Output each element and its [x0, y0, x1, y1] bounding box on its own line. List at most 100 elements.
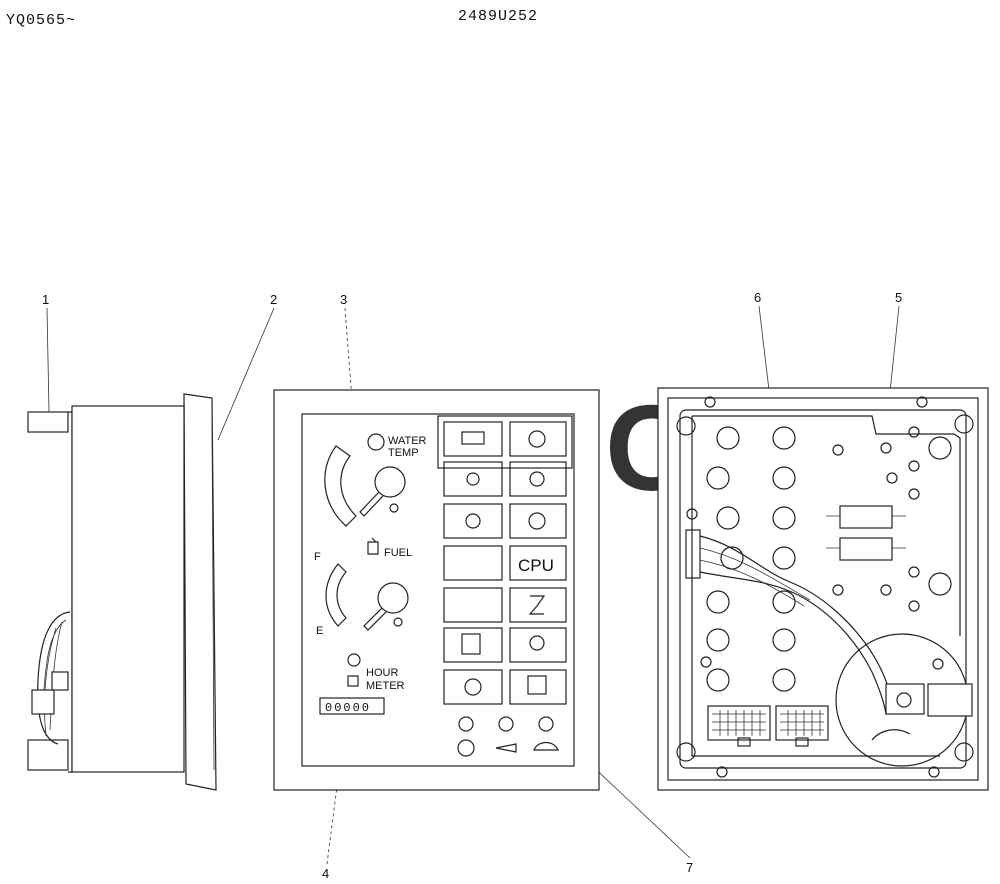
buzzer-terminal	[927, 683, 973, 717]
harness-wires	[699, 547, 811, 607]
led-low-speed	[538, 716, 554, 732]
lamp-charge	[509, 587, 567, 623]
lamp-socket	[772, 546, 796, 570]
fuel-empty-label: E	[316, 625, 323, 637]
resistor-2	[839, 537, 893, 561]
lamp-cpu	[509, 545, 567, 581]
case-bottom-tab	[27, 739, 69, 771]
connector-left	[707, 705, 771, 741]
leader-1	[46, 307, 50, 413]
water-temp-needle	[359, 491, 384, 517]
lamp-coolant	[443, 503, 503, 539]
lamp-hydraulic-filter	[509, 669, 567, 705]
hex-nut	[908, 460, 920, 472]
oil-level-icon	[529, 471, 545, 487]
auto-decel-icon	[457, 739, 475, 757]
lamp-socket	[772, 628, 796, 652]
lamp-socket	[772, 426, 796, 450]
panel-face	[301, 413, 575, 767]
part-number-label: 2489U252	[458, 8, 539, 25]
turtle-icon	[533, 741, 559, 751]
lamp-air-filter	[509, 503, 567, 539]
fuel-pump-icon	[367, 537, 379, 555]
buzzer-mount-screw	[932, 658, 944, 670]
hour-meter-digits: 00000	[325, 701, 371, 715]
hour-meter-clock-icon	[347, 653, 361, 667]
case-side-view	[27, 393, 217, 791]
indicator-leds	[457, 716, 559, 757]
hex-nut	[832, 584, 844, 596]
oil-pressure-icon	[466, 472, 480, 486]
callout-2: 2	[270, 292, 277, 307]
connector-right-latch	[795, 737, 809, 747]
hex-nut	[886, 472, 898, 484]
lamp-oil-pressure	[443, 461, 503, 497]
water-temp-dial	[374, 466, 406, 498]
preheat-icon	[528, 430, 546, 448]
callout-7: 7	[686, 860, 693, 875]
harness-outline	[37, 611, 71, 745]
hour-meter: HOUR METER 00000	[319, 653, 405, 715]
lamp-socket	[772, 590, 796, 614]
harness-plug	[51, 671, 69, 691]
panel-frame	[273, 389, 600, 791]
fuel-needle	[363, 607, 387, 631]
callout-4: 4	[322, 866, 329, 881]
harness-clamp	[685, 529, 701, 579]
hydraulic-filter-icon	[527, 675, 547, 695]
lamp-blank-2	[443, 587, 503, 623]
lamp-fuel-level	[443, 627, 503, 663]
rear-frame-inner	[667, 397, 979, 781]
front-panel: WATER TEMP F E FUEL HOUR METER 00000	[273, 389, 600, 791]
leader-2	[217, 307, 275, 441]
case-top-tab	[27, 411, 69, 433]
hex-nuts	[832, 426, 920, 612]
lamp-socket	[706, 628, 730, 652]
fuel-pin	[393, 617, 403, 627]
corner-screw-bl	[676, 742, 696, 762]
rabbit-icon	[495, 743, 517, 753]
connector-left-latch	[737, 737, 751, 747]
lamp-socket	[716, 426, 740, 450]
board-screw-1	[686, 508, 698, 520]
lamp-blank-1	[443, 545, 503, 581]
circuit-board-edge	[692, 415, 961, 636]
water-temp-label-line2: TEMP	[388, 447, 419, 459]
buzzer-body	[885, 683, 925, 715]
resistor-1	[839, 505, 893, 529]
buzzer-lead	[871, 729, 911, 741]
harness-bundle-1	[699, 535, 893, 701]
fuel-gauge: F E FUEL	[314, 537, 412, 637]
lamp-socket	[928, 436, 952, 460]
water-temp-label-line1: WATER	[388, 435, 427, 447]
buzzer-screw	[896, 692, 912, 708]
lamp-water-separator	[443, 669, 503, 705]
hour-meter-hourglass-icon	[347, 675, 359, 687]
case-bezel	[183, 393, 217, 791]
serial-range-label: YQ0565~	[6, 12, 77, 29]
hex-nut	[832, 444, 844, 456]
warning-lamp-grid: CPU	[437, 415, 573, 705]
lamp-socket	[772, 668, 796, 692]
lamp-socket	[706, 668, 730, 692]
hex-nut	[908, 488, 920, 500]
case-body	[71, 405, 185, 773]
connector-right-pins	[780, 710, 824, 736]
frame-screw-2	[916, 396, 928, 408]
harness-bundle-2	[699, 571, 887, 715]
frame-screw-3	[716, 766, 728, 778]
hour-meter-label-line2: METER	[366, 680, 405, 692]
callout-6: 6	[754, 290, 761, 305]
hour-meter-counter	[319, 697, 385, 715]
air-filter-icon	[528, 512, 546, 530]
water-separator-icon	[464, 678, 482, 696]
fuel-level-icon	[461, 633, 481, 655]
lamp-socket	[706, 590, 730, 614]
lamp-battery	[443, 421, 503, 457]
hex-nut	[908, 566, 920, 578]
rear-view	[657, 387, 989, 791]
bezel-edge	[211, 419, 215, 771]
charge-icon	[528, 595, 546, 615]
led-auto-decel	[458, 716, 474, 732]
hex-nut	[880, 584, 892, 596]
